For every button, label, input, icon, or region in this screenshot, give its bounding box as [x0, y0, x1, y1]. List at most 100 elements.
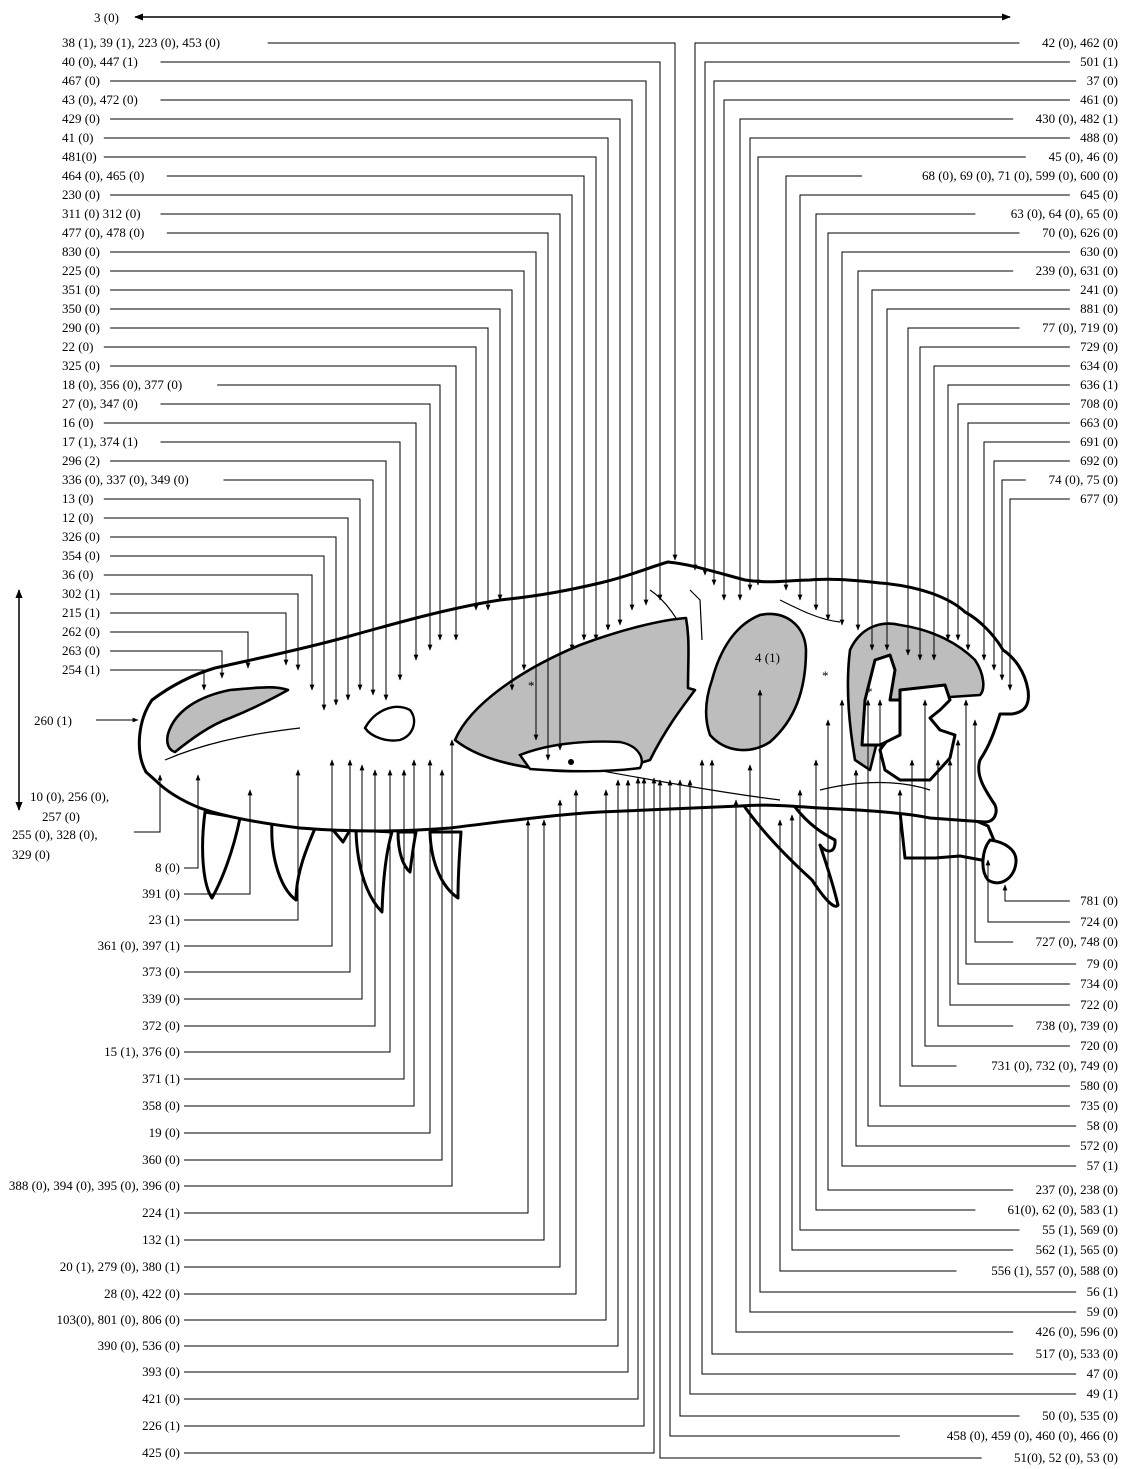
- upper-left-label-4: 429 (0): [62, 111, 100, 126]
- upper-right-label-5: 488 (0): [1080, 130, 1118, 145]
- left-mid-label-1: 329 (0): [12, 847, 50, 862]
- lower-right-label-1: 724 (0): [1080, 914, 1118, 929]
- upper-left-label-15: 290 (0): [62, 320, 100, 335]
- upper-left-label-31: 262 (0): [62, 624, 100, 639]
- upper-left-leader-31: [110, 632, 248, 668]
- upper-left-label-27: 354 (0): [62, 548, 100, 563]
- upper-right-label-11: 630 (0): [1080, 244, 1118, 259]
- lower-right-label-6: 738 (0), 739 (0): [1036, 1018, 1118, 1033]
- lower-right-label-26: 458 (0), 459 (0), 460 (0), 466 (0): [947, 1428, 1118, 1443]
- lower-left-leader-22: [184, 778, 654, 1453]
- upper-left-label-29: 302 (1): [62, 586, 100, 601]
- lower-right-label-5: 722 (0): [1080, 997, 1118, 1012]
- lower-left-label-9: 358 (0): [142, 1098, 180, 1113]
- upper-left-label-20: 16 (0): [62, 415, 93, 430]
- upper-right-label-1: 501 (1): [1080, 54, 1118, 69]
- upper-right-label-12: 239 (0), 631 (0): [1036, 263, 1118, 278]
- fenestra-label: 4 (1): [755, 650, 780, 665]
- upper-left-label-26: 326 (0): [62, 529, 100, 544]
- upper-left-leader-2: [110, 81, 646, 605]
- upper-left-leader-17: [110, 366, 456, 640]
- ectopterygoid: [740, 800, 838, 906]
- upper-left-label-18: 18 (0), 356 (0), 377 (0): [62, 377, 182, 392]
- upper-right-leader-4: [740, 119, 1013, 600]
- lower-right-label-24: 49 (1): [1087, 1386, 1118, 1401]
- svg-text:*: *: [866, 684, 873, 699]
- lower-right-label-11: 58 (0): [1087, 1118, 1118, 1133]
- upper-left-label-9: 311 (0) 312 (0): [62, 206, 141, 221]
- lower-right-label-21: 426 (0), 596 (0): [1036, 1324, 1118, 1339]
- lower-right-label-2: 727 (0), 748 (0): [1036, 934, 1118, 949]
- upper-right-label-21: 691 (0): [1080, 434, 1118, 449]
- upper-left-label-10: 477 (0), 478 (0): [62, 225, 144, 240]
- lower-right-label-10: 735 (0): [1080, 1098, 1118, 1113]
- lower-left-label-13: 224 (1): [142, 1205, 180, 1220]
- upper-right-leader-19: [958, 404, 1070, 640]
- upper-right-label-24: 677 (0): [1080, 491, 1118, 506]
- lower-left-label-21: 226 (1): [142, 1418, 180, 1433]
- upper-left-label-2: 467 (0): [62, 73, 100, 88]
- upper-right-label-4: 430 (0), 482 (1): [1036, 111, 1118, 126]
- upper-right-label-0: 42 (0), 462 (0): [1042, 35, 1118, 50]
- lower-left-label-0: 8 (0): [155, 860, 180, 875]
- lower-right-label-13: 57 (1): [1087, 1158, 1118, 1173]
- upper-left-label-13: 351 (0): [62, 282, 100, 297]
- upper-left-leader-15: [110, 328, 488, 610]
- upper-left-leader-7: [167, 176, 584, 640]
- lower-right-label-23: 47 (0): [1087, 1366, 1118, 1381]
- height-label-a: 10 (0), 256 (0),: [30, 789, 109, 804]
- lower-right-label-4: 734 (0): [1080, 976, 1118, 991]
- height-label-b: 257 (0): [42, 809, 80, 824]
- upper-left-label-11: 830 (0): [62, 244, 100, 259]
- lower-right-label-17: 562 (1), 565 (0): [1036, 1242, 1118, 1257]
- upper-right-label-16: 729 (0): [1080, 339, 1118, 354]
- lower-left-label-3: 361 (0), 397 (1): [98, 938, 180, 953]
- lower-left-label-11: 360 (0): [142, 1152, 180, 1167]
- upper-right-label-8: 645 (0): [1080, 187, 1118, 202]
- lower-right-label-0: 781 (0): [1080, 893, 1118, 908]
- upper-left-label-24: 13 (0): [62, 491, 93, 506]
- lower-right-leader-24: [690, 780, 1076, 1394]
- lower-left-label-1: 391 (0): [142, 886, 180, 901]
- upper-right-leader-11: [842, 252, 1070, 625]
- upper-right-leader-8: [800, 195, 1070, 600]
- lower-right-leader-21: [736, 800, 1013, 1332]
- lower-right-leader-26: [670, 780, 900, 1436]
- upper-left-label-33: 254 (1): [62, 662, 100, 677]
- upper-left-leader-20: [104, 423, 416, 660]
- lower-right-label-9: 580 (0): [1080, 1078, 1118, 1093]
- lower-right-label-7: 720 (0): [1080, 1038, 1118, 1053]
- lower-left-label-16: 28 (0), 422 (0): [104, 1286, 180, 1301]
- lower-right-leader-0: [1005, 885, 1070, 901]
- lower-right-label-16: 55 (1), 569 (0): [1042, 1222, 1118, 1237]
- upper-left-leader-0: [268, 43, 675, 560]
- upper-left-label-3: 43 (0), 472 (0): [62, 92, 138, 107]
- upper-right-leader-24: [1010, 499, 1070, 690]
- lower-left-label-5: 339 (0): [142, 991, 180, 1006]
- lower-right-label-18: 556 (1), 557 (0), 588 (0): [991, 1263, 1118, 1278]
- lower-left-label-10: 19 (0): [149, 1125, 180, 1140]
- lower-right-label-14: 237 (0), 238 (0): [1036, 1182, 1118, 1197]
- lower-right-label-19: 56 (1): [1087, 1284, 1118, 1299]
- lower-left-label-18: 390 (0), 536 (0): [98, 1338, 180, 1353]
- upper-right-label-13: 241 (0): [1080, 282, 1118, 297]
- upper-right-leader-22: [994, 461, 1070, 670]
- upper-right-label-23: 74 (0), 75 (0): [1049, 472, 1118, 487]
- lower-left-label-4: 373 (0): [142, 964, 180, 979]
- tooth-2: [272, 822, 316, 900]
- tooth-4: [398, 832, 416, 872]
- lower-left-label-7: 15 (1), 376 (0): [104, 1044, 180, 1059]
- upper-right-leader-7: [786, 176, 862, 590]
- upper-left-label-16: 22 (0): [62, 339, 93, 354]
- upper-left-label-1: 40 (0), 447 (1): [62, 54, 138, 69]
- upper-right-leader-20: [968, 423, 1070, 650]
- upper-left-label-23: 336 (0), 337 (0), 349 (0): [62, 472, 189, 487]
- upper-right-leader-0: [695, 43, 1020, 570]
- tooth-1: [203, 812, 240, 898]
- upper-left-label-22: 296 (2): [62, 453, 100, 468]
- upper-right-leader-9: [816, 214, 975, 610]
- upper-left-label-17: 325 (0): [62, 358, 100, 373]
- svg-text:*: *: [528, 678, 535, 693]
- upper-right-label-6: 45 (0), 46 (0): [1049, 149, 1118, 164]
